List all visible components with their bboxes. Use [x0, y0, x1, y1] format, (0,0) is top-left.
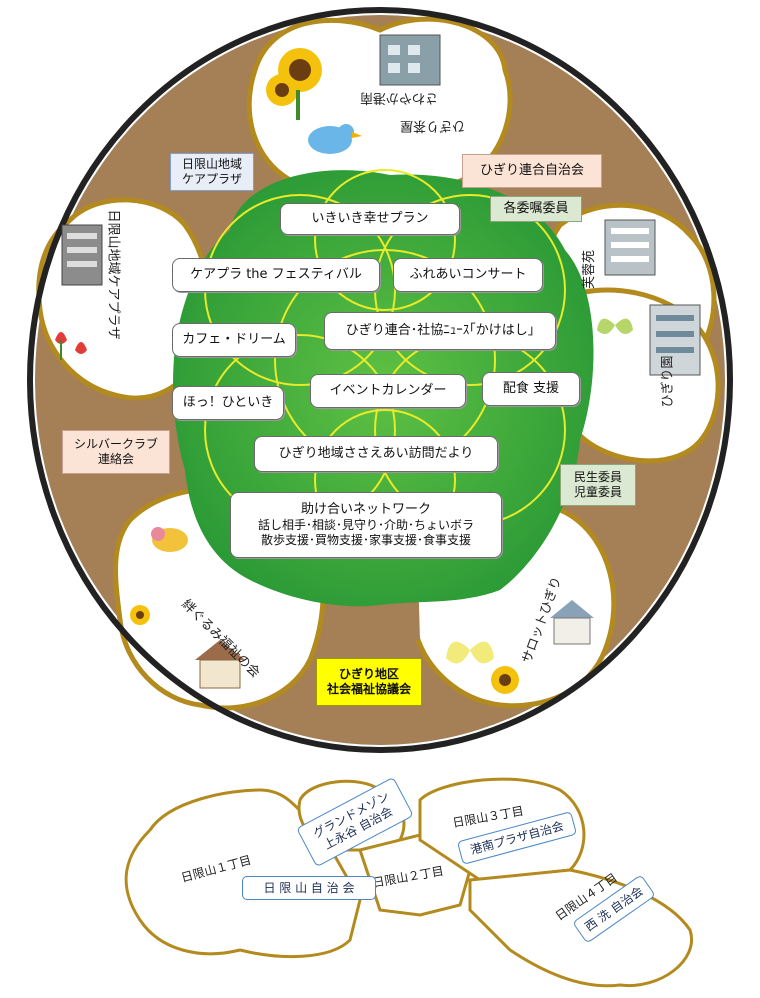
- box-cafe: カフェ・ドリーム: [172, 323, 296, 357]
- silver-line-2: 連絡会: [97, 452, 134, 466]
- box-houmon: ひぎり地域ささえあい訪問だより: [254, 436, 498, 472]
- box-network: 助け合いネットワーク 話し相手･相談･見守り･介助･ちょいボラ 散歩支援･買物支…: [230, 492, 502, 558]
- label-rengo: ひぎり連合自治会: [462, 154, 602, 188]
- building-icon: [379, 34, 441, 86]
- network-line-2: 散歩支援･買物支援･家事支援･食事支援: [260, 533, 471, 548]
- badge-hikiyama-kai: 日 限 山 自 治 会: [242, 876, 376, 900]
- label-minsei: 民生委員 児童委員: [560, 464, 636, 506]
- silver-line-1: シルバークラブ: [73, 437, 158, 451]
- minsei-line-1: 民生委員: [573, 470, 622, 484]
- network-line-1: 話し相手･相談･見守り･介助･ちょいボラ: [257, 518, 474, 533]
- building-icon: [649, 304, 701, 376]
- box-calendar: イベントカレンダー: [310, 374, 466, 408]
- tulip-icon: [55, 332, 87, 360]
- sunflower-icon: [491, 666, 519, 694]
- house-icon: [550, 600, 594, 645]
- butterfly-icon: [597, 318, 633, 334]
- building-icon: [604, 219, 656, 276]
- shakyo-line-2: 社会福祉協議会: [326, 682, 411, 696]
- box-hotto: ほっ！ひといき: [172, 386, 284, 420]
- bird-icon: [151, 527, 188, 552]
- outer-ring: [27, 7, 733, 753]
- petal-text-right-top: 芙蓉苑: [582, 249, 598, 290]
- box-ikiiki-plan: いきいき幸せプラン: [280, 203, 460, 235]
- box-festival: ケアプラ the フェスティバル: [172, 258, 380, 292]
- shakyo-line-1: ひぎり地区: [338, 667, 399, 681]
- minsei-line-2: 児童委員: [573, 485, 622, 499]
- care-plaza-line-2: ケアプラザ: [181, 172, 242, 186]
- sunflower-icon: [266, 48, 322, 120]
- care-plaza-line-1: 日限山地域: [181, 157, 242, 171]
- house-icon: [195, 640, 245, 689]
- box-news: ひぎり連合･社協ﾆｭｰｽ｢かけはし｣: [324, 312, 556, 350]
- building-icon: [61, 224, 103, 286]
- petal-text-left: 日限山地域ケアプラザ: [105, 209, 121, 340]
- bird-icon: [308, 124, 362, 154]
- petal-text-top-1: ひぎり茶屋: [400, 118, 466, 133]
- box-haishoku: 配食 支援: [482, 372, 580, 406]
- label-silver-club: シルバークラブ 連絡会: [62, 430, 170, 474]
- box-concert: ふれあいコンサート: [393, 258, 543, 292]
- sunflower-icon: [130, 605, 150, 625]
- petal-text-right-mid: ひぎり園: [660, 355, 676, 408]
- network-title: 助け合いネットワーク: [300, 501, 431, 517]
- butterfly-icon: [446, 641, 494, 664]
- label-care-plaza: 日限山地域 ケアプラザ: [170, 153, 254, 191]
- label-shakyo: ひぎり地区 社会福祉協議会: [316, 658, 422, 706]
- label-iinkai: 各委嘱委員: [490, 196, 582, 222]
- petal-text-top-2: さわやか港南: [360, 90, 439, 105]
